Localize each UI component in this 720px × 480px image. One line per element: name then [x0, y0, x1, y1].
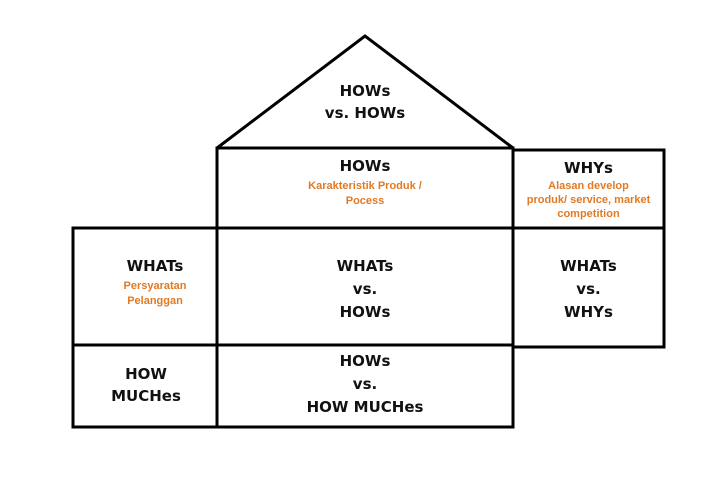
hows-vs-how-muches-line-1: HOWs — [339, 352, 391, 370]
whys-title: WHYs — [564, 159, 613, 177]
whats-vs-whys-line-1: WHATs — [560, 257, 617, 275]
whats-title: WHATs — [126, 257, 184, 275]
whys-sub-line-2: produk/ service, market — [526, 194, 651, 206]
hows-vs-how-muches-label: HOWs vs. HOW MUCHes — [220, 350, 510, 419]
whats-vs-hows-line-1: WHATs — [336, 257, 394, 275]
hows-vs-how-muches-line-3: HOW MUCHes — [306, 398, 424, 416]
whats-cell: WHATs Persyaratan Pelanggan — [90, 255, 220, 309]
whats-vs-whys-label: WHATs vs. WHYs — [515, 255, 662, 324]
roof-line-2: vs. HOWs — [324, 104, 406, 122]
whats-sub-line-2: Pelanggan — [127, 295, 183, 307]
hows-subtitle: Karakteristik Produk / Pocess — [220, 179, 510, 209]
hows-vs-how-muches-line-2: vs. — [352, 375, 378, 393]
whats-vs-hows-line-3: HOWs — [339, 303, 391, 321]
how-muches-label: HOW MUCHes — [76, 363, 216, 407]
whats-vs-hows-line-2: vs. — [352, 280, 378, 298]
roof-outline — [216, 34, 514, 150]
whys-sub-line-1: Alasan develop — [548, 180, 629, 192]
hows-sub-line-1: Karakteristik Produk / — [308, 180, 422, 192]
whys-cell: WHYs Alasan develop produk/ service, mar… — [515, 157, 662, 221]
how-muches-line-1: HOW — [125, 365, 167, 383]
hows-cell: HOWs Karakteristik Produk / Pocess — [220, 155, 510, 209]
hows-sub-line-2: Pocess — [345, 195, 385, 207]
whats-subtitle: Persyaratan Pelanggan — [90, 279, 220, 309]
whys-subtitle: Alasan develop produk/ service, market c… — [515, 179, 662, 221]
whats-sub-line-1: Persyaratan — [123, 280, 187, 292]
how-muches-line-2: MUCHes — [111, 387, 181, 405]
hows-title: HOWs — [339, 157, 391, 175]
roof-line-1: HOWs — [339, 82, 391, 100]
whats-vs-hows-label: WHATs vs. HOWs — [220, 255, 510, 324]
whys-sub-line-3: competition — [557, 208, 620, 220]
roof-label: HOWs vs. HOWs — [300, 80, 430, 124]
whats-vs-whys-line-2: vs. — [576, 280, 601, 298]
whats-vs-whys-cell-border — [511, 226, 666, 349]
whats-vs-whys-line-3: WHYs — [564, 303, 613, 321]
hows-vs-how-muches-cell-border — [215, 343, 515, 429]
